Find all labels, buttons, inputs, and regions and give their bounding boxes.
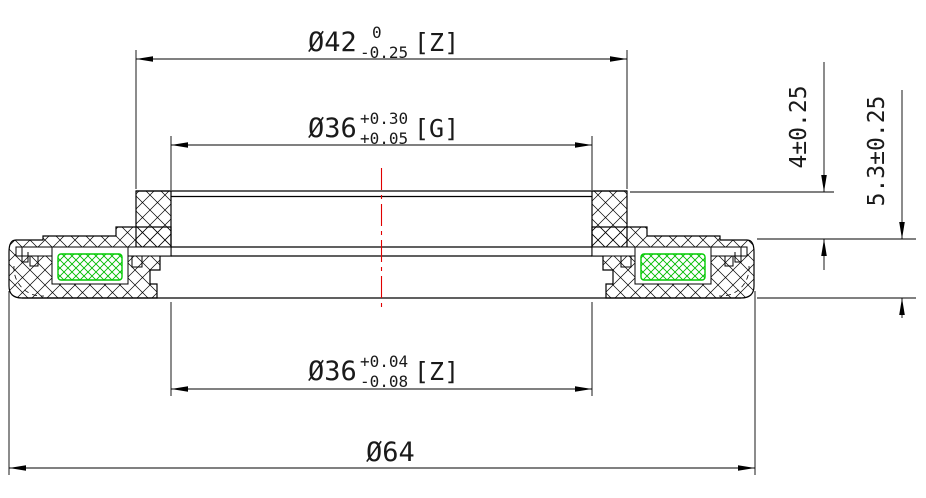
dim-d42-tol-upper: 0 <box>372 23 382 42</box>
arrow-h53-top <box>899 222 905 239</box>
dim-d42-value: Ø42 <box>308 27 357 58</box>
dim-d36z-tol-upper: +0.04 <box>360 352 408 371</box>
arrow-d64-left <box>9 465 26 471</box>
arrow-d42-right <box>610 56 627 62</box>
arrow-d36z-left <box>171 386 188 392</box>
arrow-h4-top <box>821 175 827 192</box>
dim-d36g-tol-upper: +0.30 <box>360 109 408 128</box>
dimension-arrows <box>9 56 905 471</box>
dim-d36g-ref: [G] <box>414 114 459 143</box>
dim-d36z-tol-lower: -0.08 <box>360 372 408 391</box>
arrow-h53-bottom <box>899 298 905 315</box>
arrow-d36z-right <box>575 386 592 392</box>
right-half <box>591 190 755 299</box>
seal-cross-section <box>8 168 755 312</box>
dimension-lines <box>8 50 916 475</box>
dim-d36z-value: Ø36 <box>308 356 357 387</box>
arrow-d36g-left <box>171 142 188 148</box>
dim-d36g-value: Ø36 <box>308 113 357 144</box>
dim-h53-value: 5.3±0.25 <box>864 96 890 207</box>
arrow-d42-left <box>136 56 153 62</box>
dim-d64-value: Ø64 <box>366 437 415 468</box>
dim-d36z-ref: [Z] <box>414 357 459 386</box>
left-half <box>8 190 172 299</box>
arrow-h4-bottom <box>821 239 827 256</box>
dim-d42-tol-lower: -0.25 <box>360 43 408 62</box>
arrow-d36g-right <box>575 142 592 148</box>
extension-lines <box>8 50 916 475</box>
dim-h4-value: 4±0.25 <box>786 85 812 168</box>
dimension-labels: Ø42 0 -0.25 [Z] Ø36 +0.30 +0.05 [G] Ø36 … <box>308 23 890 468</box>
dim-d42-ref: [Z] <box>414 28 459 57</box>
arrow-d64-right <box>738 465 755 471</box>
dim-d36g-tol-lower: +0.05 <box>360 129 408 148</box>
